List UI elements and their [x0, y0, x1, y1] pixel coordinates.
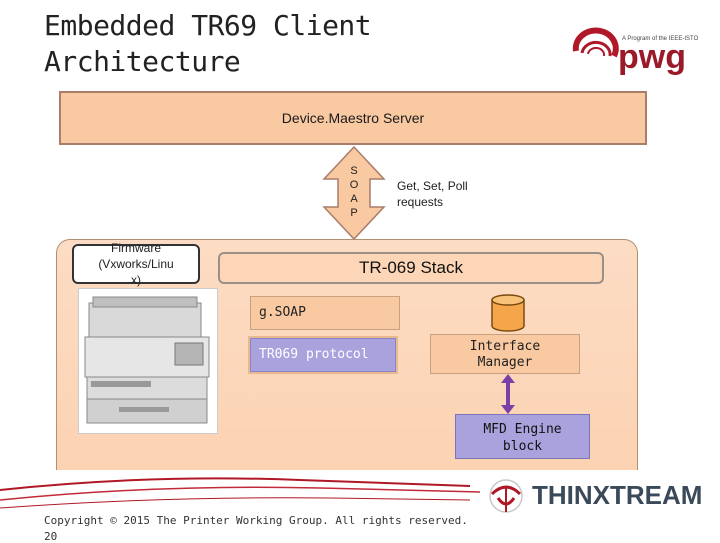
interface-line1: Interface — [469, 339, 541, 354]
footer-swoosh-icon — [0, 477, 481, 509]
database-cylinder-icon — [491, 294, 525, 332]
thinxtream-emblem-icon — [489, 479, 523, 513]
soap-letter-o: O — [349, 179, 359, 191]
interface-line2: Manager — [477, 355, 533, 370]
connector-double-arrow-icon — [501, 374, 515, 414]
slide-title: Embedded TR69 Client Architecture — [44, 8, 372, 80]
mfd-engine-block: MFD Engine block — [455, 414, 590, 459]
firmware-line3: x) — [131, 273, 141, 287]
slide-title-line1: Embedded TR69 Client — [44, 9, 372, 42]
tr069-stack-bar: TR-069 Stack — [218, 252, 604, 284]
soap-letter-a: A — [350, 193, 358, 205]
firmware-box: Firmware (Vxworks/Linu x) — [72, 241, 200, 287]
pwg-tagline: A Program of the IEEE-ISTO — [622, 36, 699, 42]
tr069-protocol-box: TR069 protocol — [250, 338, 396, 372]
soap-letter-p: P — [350, 207, 358, 219]
tr069-protocol-label: TR069 protocol — [259, 347, 369, 362]
gsoap-box: g.SOAP — [250, 296, 400, 330]
printer-image — [78, 288, 218, 434]
devicemaestro-server-box: Device.Maestro Server — [59, 91, 647, 145]
pwg-swirl-icon — [572, 27, 619, 58]
server-label: Device.Maestro Server — [281, 110, 425, 126]
requests-annotation: Get, Set, Poll requests — [397, 178, 507, 210]
soap-vertical-label: S O A P — [344, 164, 364, 220]
firmware-line2: (Vxworks/Linu — [98, 257, 174, 271]
requests-line1: Get, Set, Poll — [397, 179, 468, 193]
thinxtream-logo-text: THINXTREAM — [532, 480, 703, 510]
page-number: 20 — [44, 530, 58, 543]
mfd-line2: block — [502, 439, 543, 454]
gsoap-label: g.SOAP — [259, 305, 306, 320]
pwg-logo-text: pwg — [618, 38, 686, 76]
mfd-line1: MFD Engine — [483, 422, 562, 437]
printer-icon — [84, 296, 210, 424]
requests-line2: requests — [397, 195, 444, 209]
stack-label: TR-069 Stack — [359, 258, 463, 277]
slide-title-line2: Architecture — [44, 45, 241, 78]
soap-letter-s: S — [350, 165, 358, 177]
interface-manager-box: Interface Manager — [430, 334, 580, 374]
firmware-line1: Firmware — [111, 241, 161, 255]
copyright-text: Copyright © 2015 The Printer Working Gro… — [44, 514, 468, 527]
